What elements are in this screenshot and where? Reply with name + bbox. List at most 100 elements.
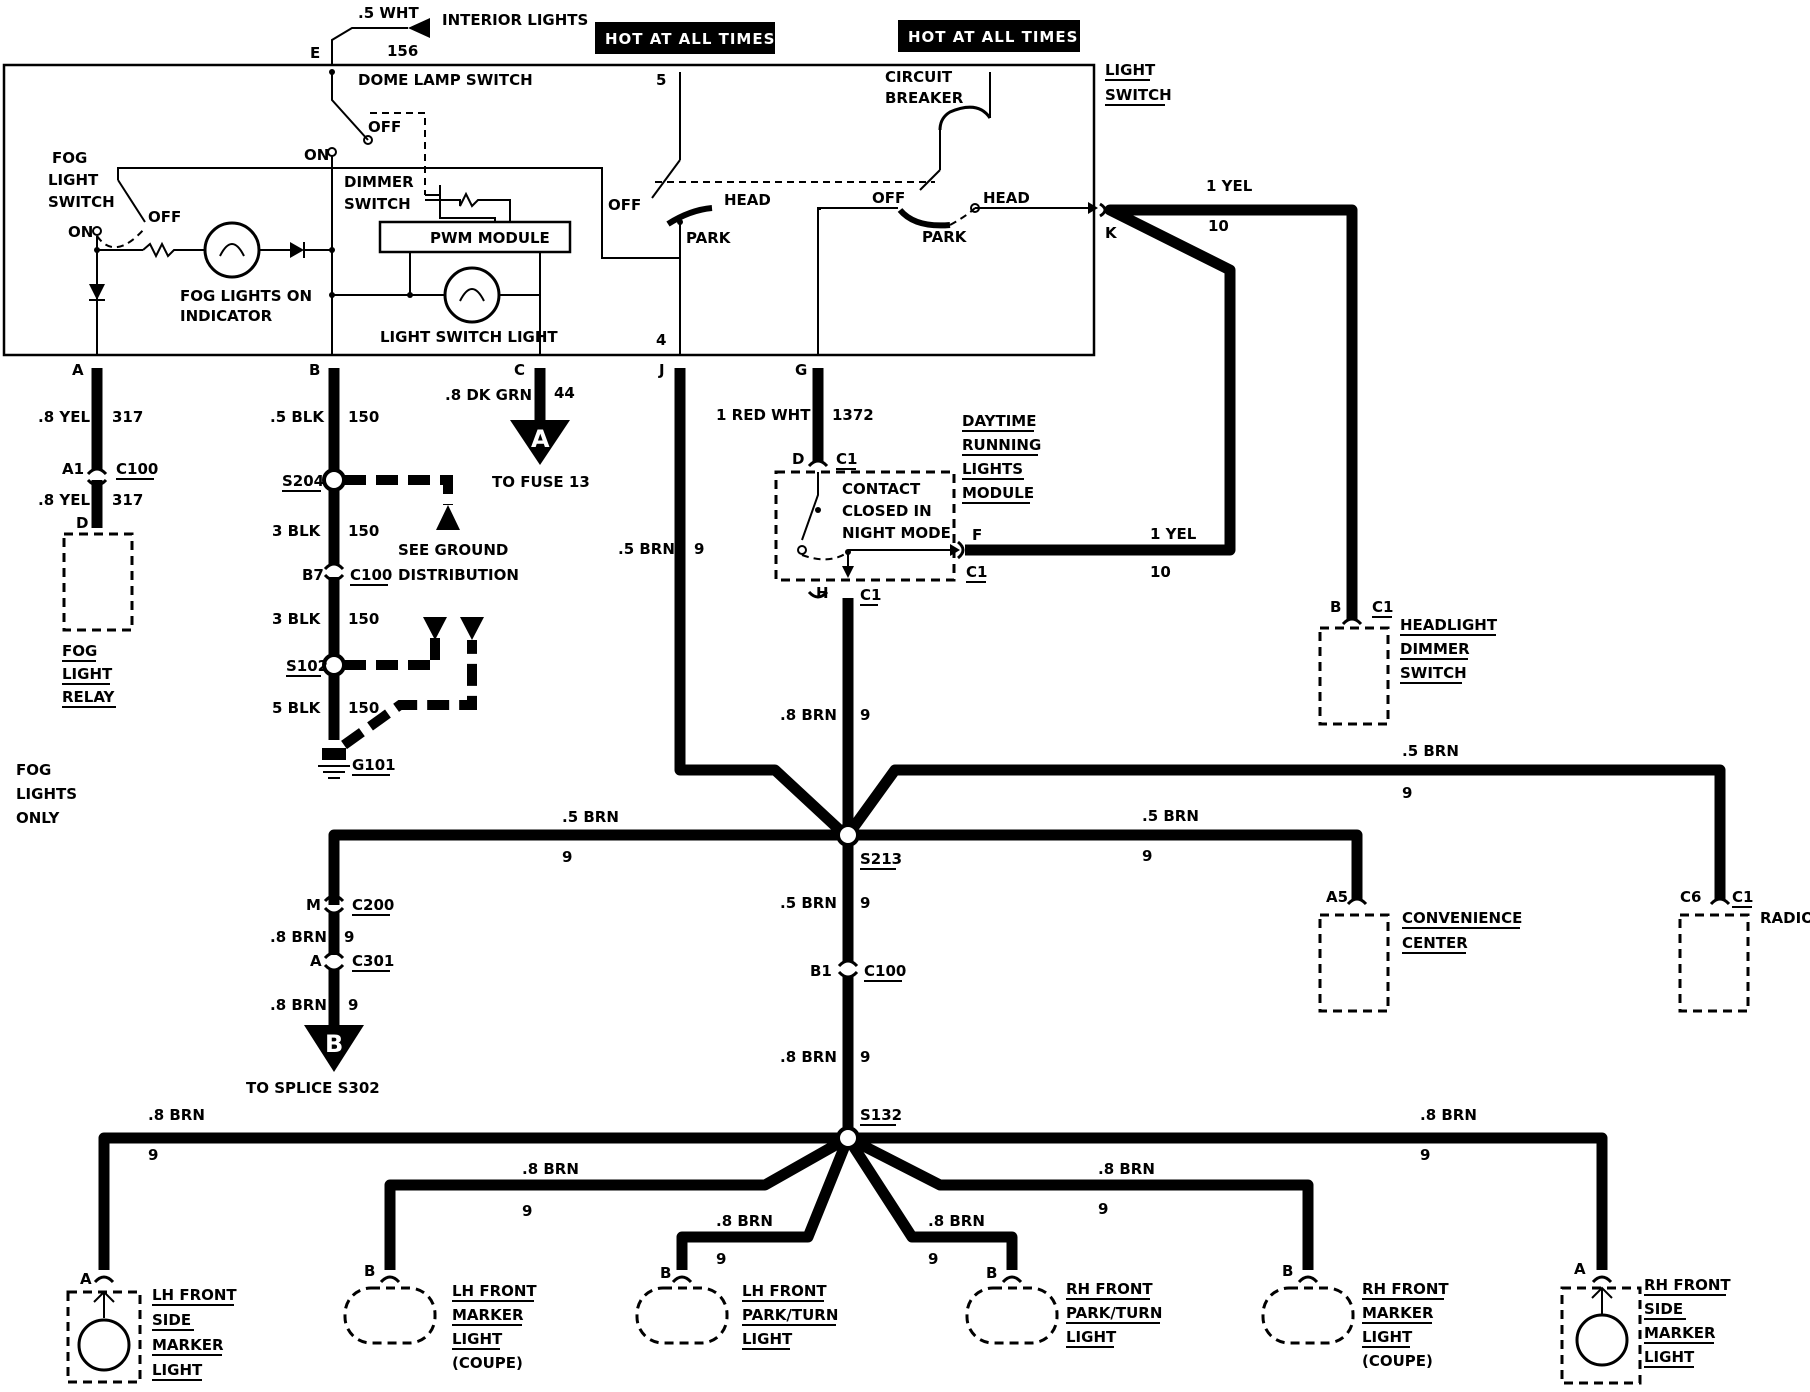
lh-park-pin: B <box>660 1264 671 1282</box>
pin-g: G <box>795 361 807 379</box>
drl-pin-h-conn: C1 <box>860 586 881 604</box>
fog-indicator-label-1: FOG LIGHTS ON <box>180 287 312 305</box>
headlight-dimmer-box <box>1318 626 1390 726</box>
hd-label-1: HEADLIGHT <box>1400 616 1498 634</box>
rh-park-l2: PARK/TURN <box>1066 1304 1162 1322</box>
interior-lights-label: INTERIOR LIGHTS <box>442 11 588 29</box>
lh-front-side-marker: .8 BRN 9 A LH FRONT SIDE MARKER LIGHT <box>66 1106 237 1384</box>
pwm-module-label: PWM MODULE <box>430 229 550 247</box>
interior-lights-feed: .5 WHT 156 INTERIOR LIGHTS E <box>310 4 588 65</box>
svg-text:FOG: FOG <box>16 761 51 779</box>
see-ground-2: DISTRIBUTION <box>398 566 519 584</box>
rh-marker-pin: B <box>1282 1262 1293 1280</box>
drl-module-box <box>774 470 956 582</box>
drl-f-ckt: 10 <box>1150 563 1171 581</box>
conv-wire: .5 BRN <box>1142 807 1199 825</box>
hd-label-3: SWITCH <box>1400 664 1467 682</box>
hd-conn: C1 <box>1372 598 1393 616</box>
lh-park-wire: .8 BRN <box>716 1212 773 1230</box>
fuse-a-arrow <box>510 420 570 465</box>
lh-park-ckt: 9 <box>716 1250 726 1268</box>
head-label-1: HEAD <box>724 191 771 209</box>
lh-side-ckt: 9 <box>148 1146 158 1164</box>
lh-side-pin: A <box>80 1270 92 1288</box>
fog-on-label: ON <box>68 223 93 241</box>
fuse-wire: .8 DK GRN <box>445 386 532 404</box>
fog-relay-label-1: FOG <box>62 642 97 660</box>
h-ckt: 9 <box>860 706 870 724</box>
interior-circuit: 156 <box>387 42 418 60</box>
dome-on-label: ON <box>304 146 329 164</box>
rh-side-l2: SIDE <box>1644 1300 1683 1318</box>
circuit-breaker-2: BREAKER <box>885 89 964 107</box>
down-ckt-2: 9 <box>860 1048 870 1066</box>
rh-marker-l3: LIGHT <box>1362 1328 1413 1346</box>
rh-park-lamp <box>965 1286 1059 1345</box>
drl-contact-3: NIGHT MODE <box>842 524 951 542</box>
light-switch-light-lamp <box>443 266 501 324</box>
fog-indicator-lamp <box>203 221 261 279</box>
conv-label-1: CONVENIENCE <box>1402 909 1522 927</box>
rh-side-l3: MARKER <box>1644 1324 1716 1342</box>
pin-b: B <box>309 361 320 379</box>
s102-label: S102 <box>286 657 328 675</box>
rh-front-park-turn: .8 BRN 9 B RH FRONT PARK/TURN LIGHT <box>928 1212 1162 1348</box>
gnd-wire-1: .5 BLK <box>270 408 325 426</box>
rh-marker-l4: (COUPE) <box>1362 1352 1433 1370</box>
lh-park-l2: PARK/TURN <box>742 1306 838 1324</box>
rh-side-ckt: 9 <box>1420 1146 1430 1164</box>
radio-pin: C6 <box>1680 888 1701 906</box>
rh-marker-lamp <box>1261 1286 1355 1345</box>
left-bus: .5 BRN 9 <box>328 808 848 895</box>
k-ckt: 10 <box>1208 217 1229 235</box>
radio-branch: .5 BRN 9 C6 C1 RADIO <box>843 742 1810 1013</box>
c301-wire: .8 BRN <box>270 996 327 1014</box>
drl-ckt: 1372 <box>832 406 874 424</box>
conv-pin: A5 <box>1326 888 1348 906</box>
fog-off-label: OFF <box>148 208 181 226</box>
drl-contact-1: CONTACT <box>842 480 921 498</box>
c301-label: C301 <box>352 952 394 970</box>
pwm-module <box>378 220 572 254</box>
rh-marker-l1: RH FRONT <box>1362 1280 1449 1298</box>
c200-branch: M C200 .8 BRN 9 A C301 .8 BRN 9 B TO SPL… <box>246 894 394 1097</box>
s132-fanout <box>98 1132 1608 1270</box>
gnd-pin-b7: B7 <box>302 566 324 584</box>
drl-contact-2: CLOSED IN <box>842 502 932 520</box>
left-bus-wire: .5 BRN <box>562 808 619 826</box>
down-ckt-1: 9 <box>860 894 870 912</box>
dimmer-label-2: SWITCH <box>344 195 411 213</box>
head-label-2: HEAD <box>983 189 1030 207</box>
ls-off-label: OFF <box>872 189 905 207</box>
pin-e: E <box>310 44 320 62</box>
fog-light-relay-box <box>62 532 134 632</box>
c200-ckt-1: 9 <box>344 928 354 946</box>
ground-branch: .5 BLK 150 S204 3 BLK 150 B7 C100 3 BLK … <box>270 368 519 779</box>
lh-park-l1: LH FRONT <box>742 1282 827 1300</box>
c200-label: C200 <box>352 896 394 914</box>
gnd-wire-3: 3 BLK <box>272 610 322 628</box>
lh-marker-pin: B <box>364 1262 375 1280</box>
fuse-ckt: 44 <box>554 384 575 402</box>
drl-title-2: RUNNING <box>962 436 1041 454</box>
fog-ckt-1: 317 <box>112 408 143 426</box>
lh-side-l4: LIGHT <box>152 1361 203 1379</box>
drl-f-wire: 1 YEL <box>1150 525 1197 543</box>
drl-pin-f: F <box>972 526 982 544</box>
conv-ckt: 9 <box>1142 847 1152 865</box>
head-off-label: OFF <box>608 196 641 214</box>
light-switch-title-2: SWITCH <box>1105 86 1172 104</box>
hd-pin: B <box>1330 598 1341 616</box>
rh-side-l1: RH FRONT <box>1644 1276 1731 1294</box>
h-branch: .8 BRN 9 <box>780 598 870 835</box>
dome-off-label: OFF <box>368 118 401 136</box>
splice-b-arrow <box>304 1025 364 1072</box>
to-fuse-13: TO FUSE 13 <box>492 473 590 491</box>
fog-ckt-2: 317 <box>112 491 143 509</box>
drl-branch: 1 RED WHT 1372 D C1 DAYTIME RUNNING LIGH… <box>716 177 1363 626</box>
fog-relay-branch: .8 YEL 317 A1 C100 .8 YEL 317 D FOG LIGH… <box>38 368 158 708</box>
fog-indicator-label-2: INDICATOR <box>180 307 273 325</box>
gnd-ckt-2: 150 <box>348 522 379 540</box>
rh-front-marker-coupe: .8 BRN 9 B RH FRONT MARKER LIGHT (COUPE) <box>1098 1160 1449 1370</box>
lh-marker-ckt: 9 <box>522 1202 532 1220</box>
